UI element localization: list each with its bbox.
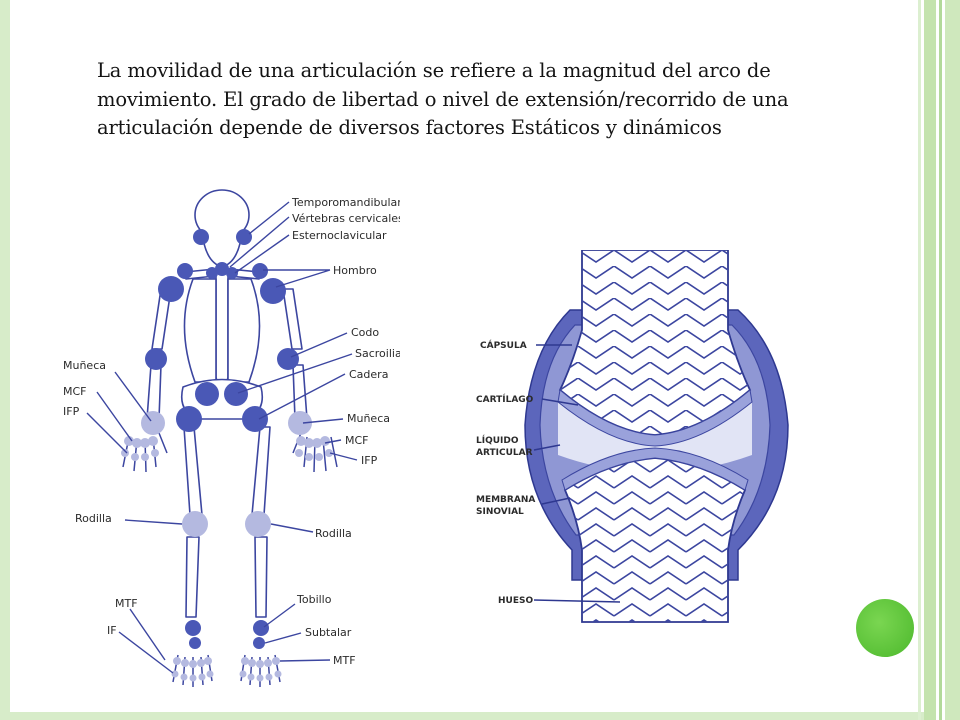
label-mcf-left: MCF [63, 385, 87, 398]
decorative-green-circle [856, 599, 914, 657]
label-muneca-left: Muñeca [63, 359, 106, 372]
label-subtalar: Subtalar [305, 626, 352, 639]
label-cartilago: CARTÍLAGO [476, 393, 534, 405]
label-mtf-right: MTF [333, 654, 356, 667]
label-liquido: LÍQUIDO [476, 434, 519, 446]
label-mtf-left: MTF [115, 597, 138, 610]
label-hueso: HUESO [498, 596, 533, 606]
label-membrana: MEMBRANA [476, 495, 535, 505]
label-hombro: Hombro [333, 264, 377, 277]
slide-border-bottom [0, 712, 930, 720]
label-sinovial: SINOVIAL [476, 507, 524, 517]
label-tobillo: Tobillo [296, 593, 332, 606]
label-ifp-left: IFP [63, 405, 80, 418]
skeleton-joints-figure: Temporomandibular Vértebras cervicales E… [63, 189, 400, 687]
label-muneca-right: Muñeca [347, 412, 390, 425]
label-rodilla-right: Rodilla [315, 527, 352, 540]
label-temporomandibular: Temporomandibular [291, 196, 400, 209]
label-sacroilia: Sacroilia [355, 347, 400, 360]
label-articular: ARTICULAR [476, 448, 533, 458]
decorative-stripes [918, 0, 960, 720]
label-capsula: CÁPSULA [480, 339, 527, 351]
label-if-left: IF [107, 624, 117, 637]
slide-body-text: La movilidad de una articulación se refi… [97, 59, 789, 139]
label-rodilla-left: Rodilla [75, 512, 112, 525]
label-codo: Codo [351, 326, 379, 339]
label-ifp-right: IFP [361, 454, 378, 467]
label-cadera: Cadera [349, 368, 388, 381]
slide-border-left [0, 0, 10, 720]
label-vertebras-cervicales: Vértebras cervicales [292, 212, 400, 225]
synovial-joint-figure: CÁPSULA CARTÍLAGO LÍQUIDO ARTICULAR MEMB… [476, 250, 789, 623]
label-mcf-right: MCF [345, 434, 369, 447]
label-esternoclavicular: Esternoclavicular [292, 229, 387, 242]
